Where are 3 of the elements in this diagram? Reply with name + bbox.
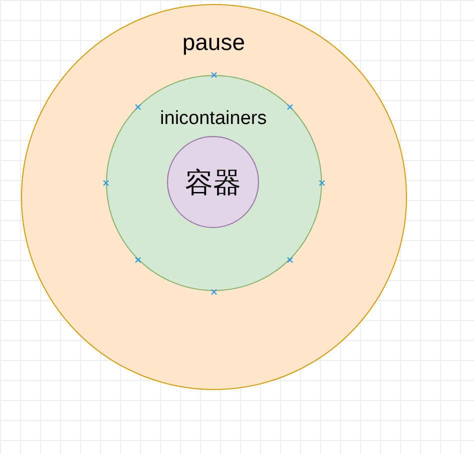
circle-label: 容器: [185, 169, 242, 198]
circle-label: inicontainers: [160, 108, 267, 128]
circle-label: pause: [182, 31, 246, 54]
